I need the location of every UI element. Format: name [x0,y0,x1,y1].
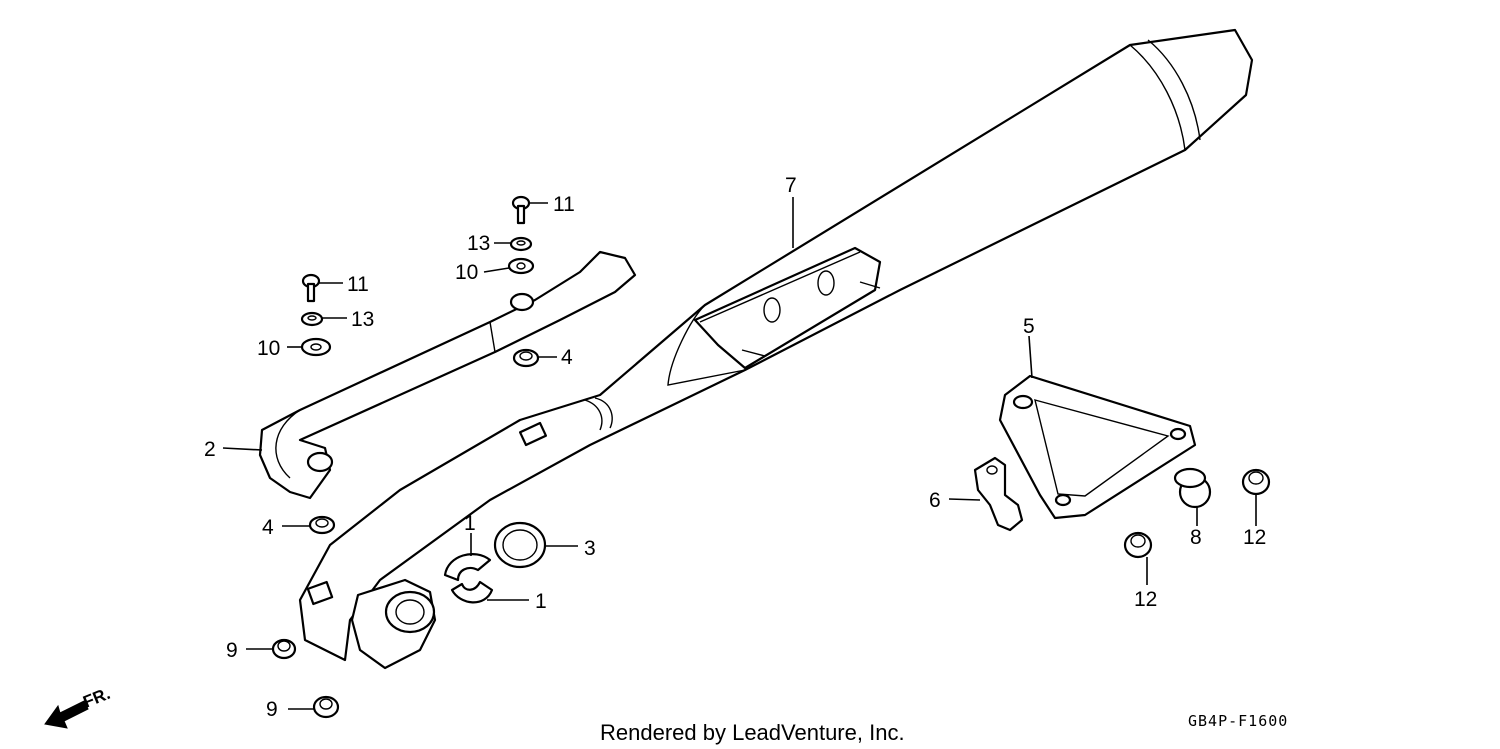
collar-part-8[interactable] [1173,467,1212,509]
gasket-part-3[interactable] [493,521,547,569]
callout-4-upper: 4 [561,346,573,369]
leader-lines [222,197,1257,710]
callout-13-right: 13 [467,232,490,255]
bolt-part-11-left[interactable] [301,273,321,303]
nut-part-4-lower[interactable] [308,515,336,535]
nut-part-4-upper[interactable] [512,348,540,368]
callout-7: 7 [785,174,797,197]
nut-part-9-upper[interactable] [271,638,297,660]
callout-3: 3 [584,537,596,560]
callout-labels: 11 13 10 11 13 10 4 2 4 1 3 1 9 9 7 5 6 … [204,174,1266,721]
heat-protector[interactable] [258,250,637,500]
callout-2: 2 [204,438,216,461]
callout-13-left: 13 [351,308,374,331]
callout-10-right: 10 [455,261,478,284]
render-credit: Rendered by LeadVenture, Inc. [600,720,905,745]
callout-12-right: 12 [1243,526,1266,549]
callout-4-lower: 4 [262,516,274,539]
muffler-exhaust-pipe[interactable] [298,28,1254,670]
callout-8: 8 [1190,526,1202,549]
callout-11-right: 11 [553,193,575,216]
callout-1-lower: 1 [535,590,547,613]
nut-part-12-lower[interactable] [1123,531,1153,559]
front-direction-arrow: FR. [44,684,113,729]
washer-part-10-right[interactable] [507,257,535,275]
diagram-code: GB4P-F1600 [1188,712,1288,730]
nut-part-12-right[interactable] [1241,468,1271,496]
callout-5: 5 [1023,315,1035,338]
direction-label: FR. [80,684,113,712]
callout-6: 6 [929,489,941,512]
bolt-part-11-right[interactable] [511,195,531,225]
arrow-left-icon [44,700,89,729]
muffler-stay[interactable] [998,374,1197,520]
washer-part-10-left[interactable] [300,337,332,357]
callout-10-left: 10 [257,337,280,360]
callout-12-lower: 12 [1134,588,1157,611]
bracket-part-6[interactable] [973,456,1024,532]
nut-part-9-lower[interactable] [312,695,340,719]
callout-9-lower: 9 [266,698,278,721]
washer-part-13-right[interactable] [509,236,533,252]
joint-collar-part-1[interactable] [443,553,494,604]
callout-1-upper: 1 [464,512,476,535]
washer-part-13-left[interactable] [300,311,324,327]
callout-9-upper: 9 [226,639,238,662]
callout-11-left: 11 [347,273,369,296]
